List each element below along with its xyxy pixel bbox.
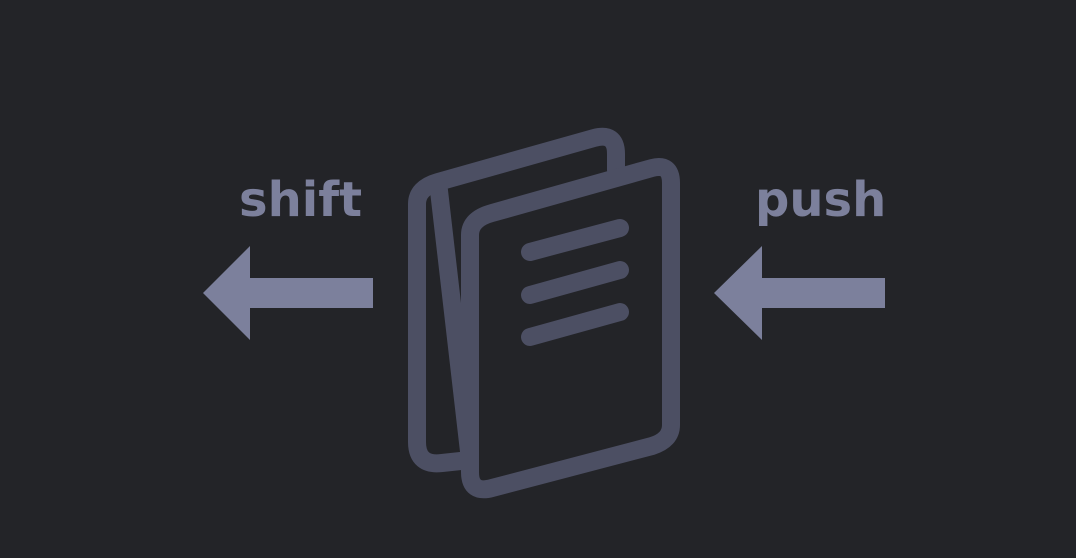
- document-lines-icon: [521, 219, 629, 346]
- document-line: [521, 219, 629, 261]
- documents-stack-icon: [408, 127, 680, 499]
- shift-arrow-icon: [203, 246, 373, 340]
- back-document-icon: [408, 127, 625, 473]
- shift-label: shift: [239, 172, 363, 228]
- push-label: push: [755, 172, 887, 228]
- document-line: [521, 261, 629, 304]
- push-arrow-icon: [714, 246, 885, 340]
- document-line: [521, 303, 629, 346]
- front-document-icon: [461, 158, 680, 499]
